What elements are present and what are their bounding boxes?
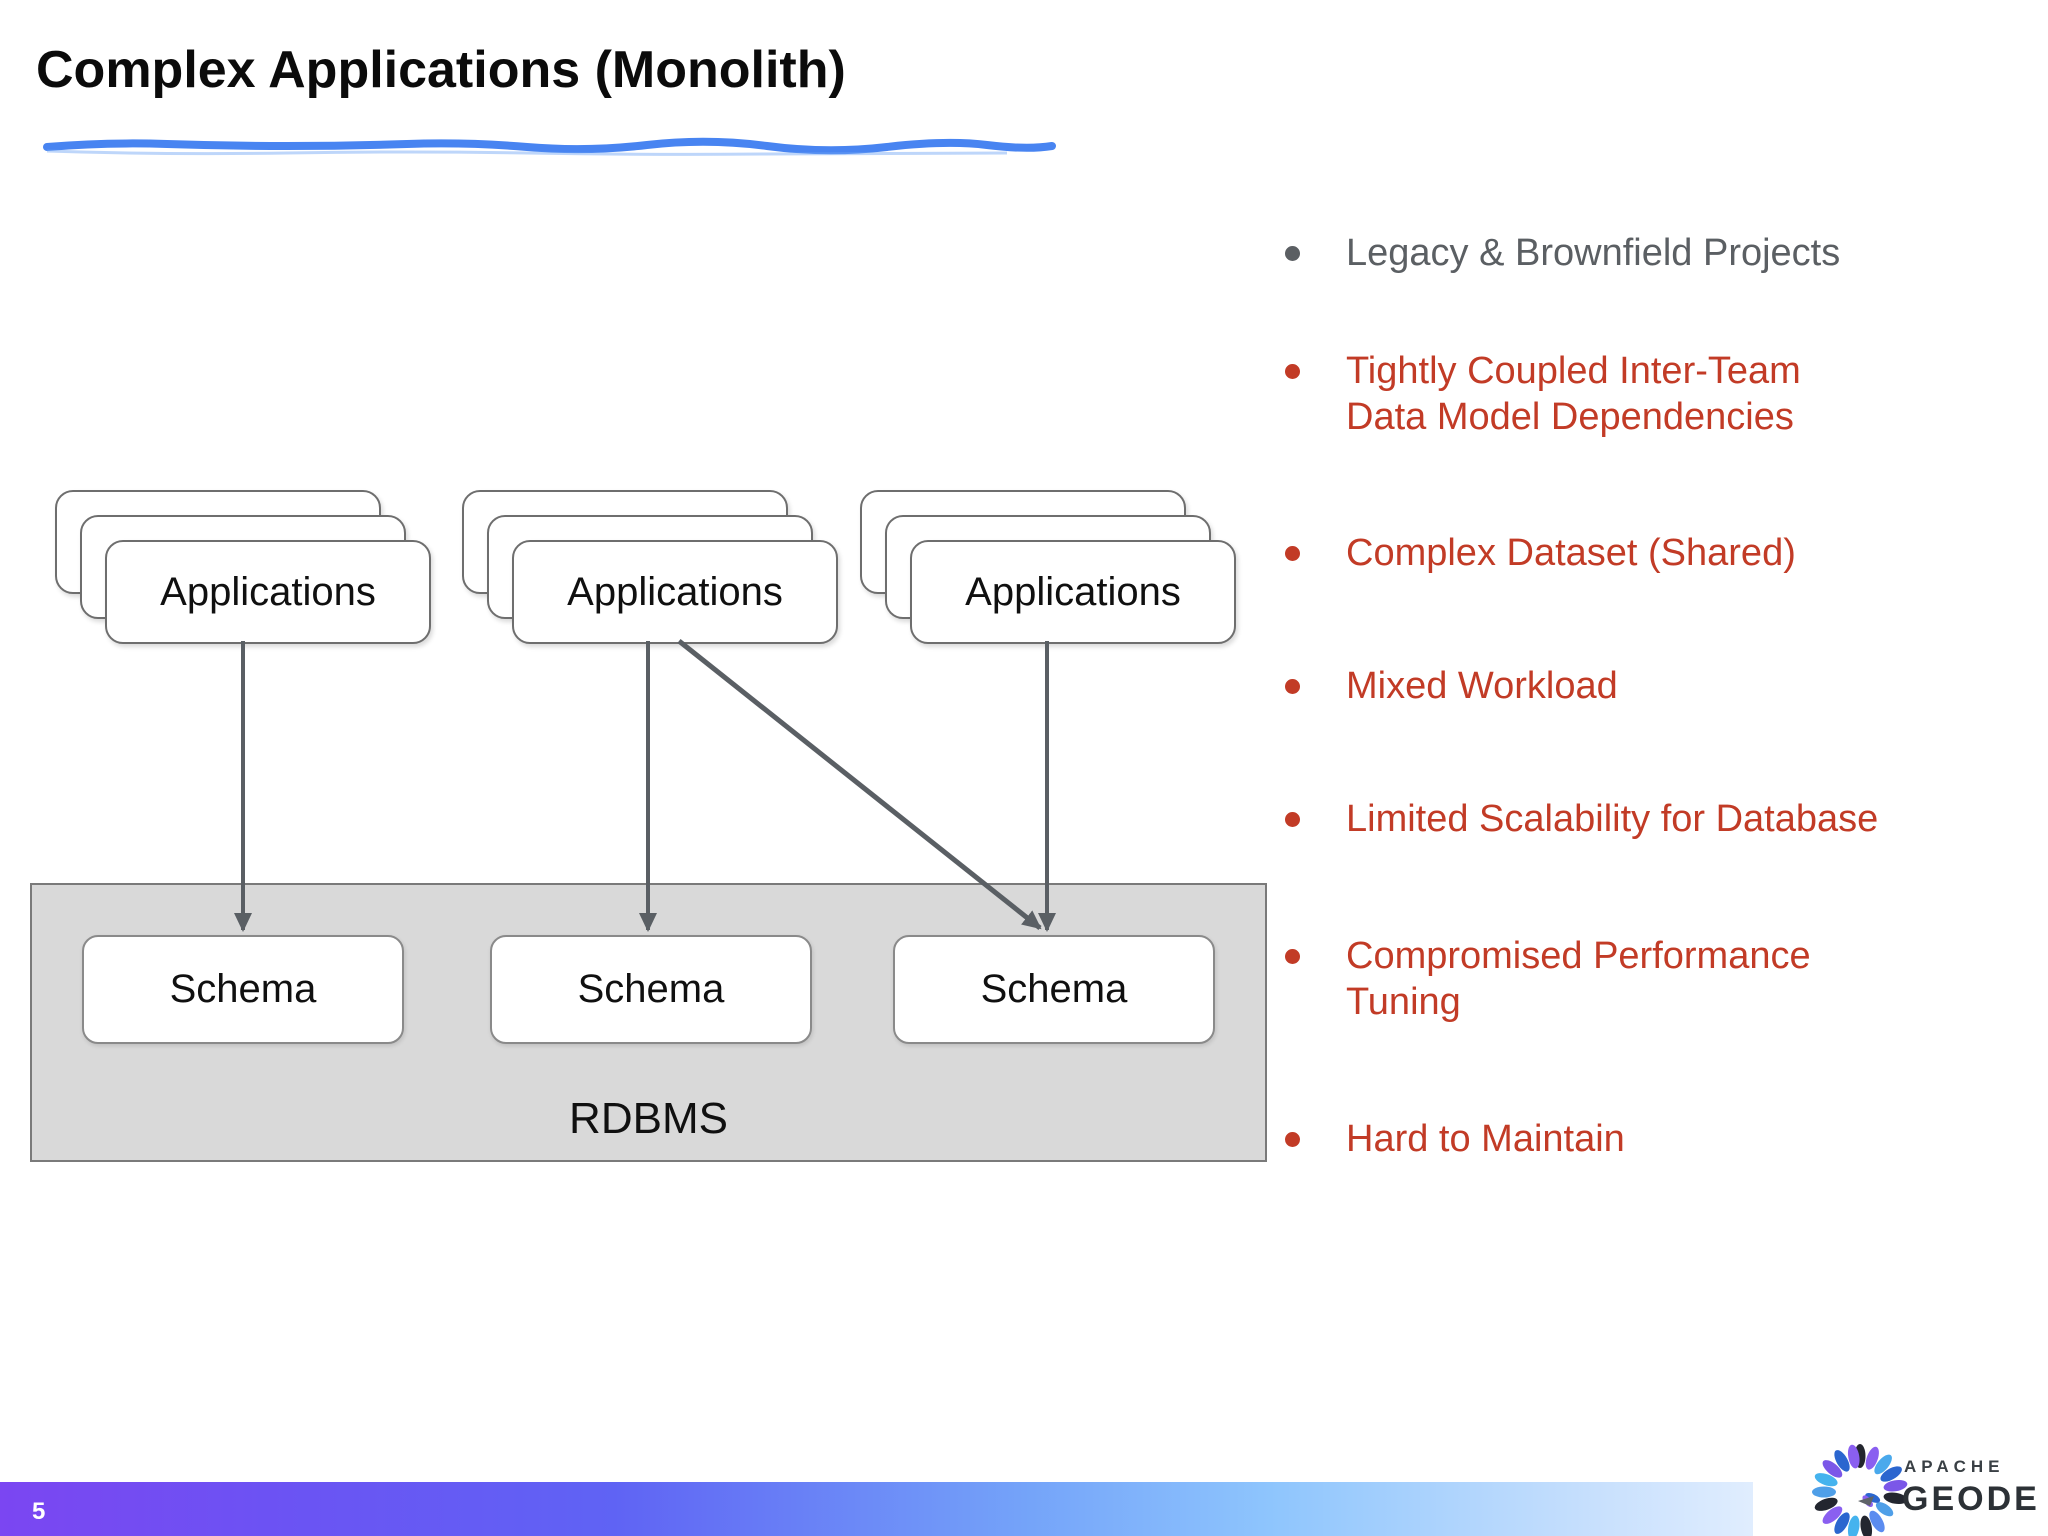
bullet-dot <box>1285 546 1300 561</box>
app-card-label: Applications <box>567 569 783 614</box>
bullet-dot <box>1285 1132 1300 1147</box>
bullet-dot <box>1285 679 1300 694</box>
bullet-dot <box>1285 949 1300 964</box>
bullet-dot <box>1285 246 1300 261</box>
apache-geode-logo: APACHE GEODE <box>1812 1444 2040 1536</box>
list-item: Tightly Coupled Inter-Team Data Model De… <box>1285 348 2046 440</box>
app-card-label: Applications <box>160 569 376 614</box>
list-item: Compromised Performance Tuning <box>1285 933 2046 1025</box>
footer-accent-bar <box>0 1482 2048 1536</box>
title-underline <box>43 137 1056 155</box>
schema-label: Schema <box>577 967 725 1011</box>
rdbms-label: RDBMS <box>569 1094 728 1143</box>
page-number: 5 <box>32 1498 46 1525</box>
list-item: Mixed Workload <box>1285 663 2046 709</box>
list-item: Limited Scalability for Database <box>1285 796 2046 842</box>
page-title: Complex Applications (Monolith) <box>36 41 846 99</box>
app-card-label: Applications <box>965 569 1181 614</box>
schema-label: Schema <box>980 967 1128 1011</box>
bullet-text: Complex Dataset (Shared) <box>1346 532 1796 574</box>
bullet-text: Legacy & Brownfield Projects <box>1346 232 1841 274</box>
geode-burst-icon <box>1812 1444 1908 1536</box>
bullet-dot <box>1285 812 1300 827</box>
schema-box-2: Schema <box>490 935 812 1044</box>
bullet-text: Mixed Workload <box>1346 665 1618 707</box>
list-item: Complex Dataset (Shared) <box>1285 530 2046 576</box>
schema-label: Schema <box>169 967 317 1011</box>
logo-geode-text: GEODE <box>1902 1480 2040 1518</box>
bullet-text: Limited Scalability for Database <box>1346 798 1879 840</box>
list-item: Hard to Maintain <box>1285 1116 2046 1162</box>
list-item: Legacy & Brownfield Projects <box>1285 230 2046 276</box>
logo-apache-text: APACHE <box>1904 1457 2005 1476</box>
app-card-front: Applications <box>910 540 1236 644</box>
bullet-dot <box>1285 364 1300 379</box>
bullet-text: Tightly Coupled Inter-Team Data Model De… <box>1346 350 1801 438</box>
schema-box-1: Schema <box>82 935 404 1044</box>
app-card-front: Applications <box>512 540 838 644</box>
schema-box-3: Schema <box>893 935 1215 1044</box>
bullet-text: Hard to Maintain <box>1346 1118 1625 1160</box>
app-card-front: Applications <box>105 540 431 644</box>
bullet-text: Compromised Performance Tuning <box>1346 935 1811 1023</box>
